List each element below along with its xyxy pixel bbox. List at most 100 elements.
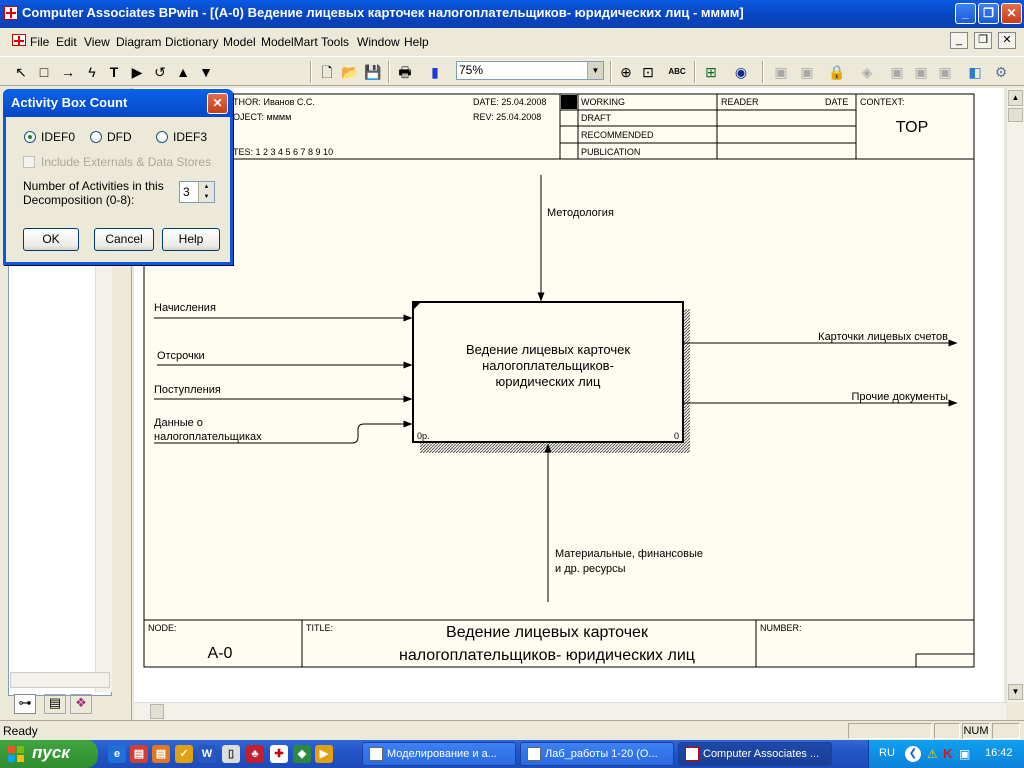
kaspersky-icon[interactable]: K [943, 746, 953, 761]
zoom-combobox[interactable]: 75% ▼ [456, 61, 604, 80]
output-label-1[interactable]: Карточки лицевых счетов [818, 331, 948, 343]
squiggle-tool-icon[interactable]: ϟ [88, 64, 96, 80]
quick-launch-icon[interactable]: ♣ [246, 745, 264, 763]
quick-launch-icon[interactable]: ▤ [130, 745, 148, 763]
options-icon[interactable]: ⚙ [994, 64, 1008, 80]
menu-diagram[interactable]: Diagram [116, 35, 162, 49]
up-arrow-icon[interactable]: ▲ [176, 64, 190, 80]
input-label-1[interactable]: Начисления [154, 302, 216, 314]
quick-launch-icon[interactable]: ▯ [222, 745, 240, 763]
arrow-tool-icon[interactable]: → [61, 64, 75, 80]
maximize-button[interactable]: ❐ [978, 3, 999, 24]
pointer-tool-icon[interactable]: ↖ [15, 64, 27, 80]
taskbar-button-word-doc-1[interactable]: Моделирование и а... [362, 742, 516, 766]
taskbar-button-bpwin[interactable]: Computer Associates ... [678, 742, 832, 766]
horizontal-scroll-thumb[interactable] [150, 704, 164, 719]
horizontal-scrollbar[interactable] [134, 702, 1006, 720]
open-folder-icon[interactable]: 📂 [341, 64, 359, 80]
input-arrow-4[interactable] [154, 420, 413, 444]
bpwin-app-icon[interactable] [4, 6, 18, 20]
color-palette-icon[interactable]: ▮ [431, 64, 439, 80]
control-label[interactable]: Методология [547, 207, 614, 219]
diagrams-tab-icon[interactable]: ▤ [44, 694, 66, 714]
ok-button[interactable]: OK [23, 228, 79, 251]
idef3-label[interactable]: IDEF3 [173, 130, 208, 144]
undo-icon[interactable]: ↺ [154, 64, 166, 80]
spell-check-icon[interactable]: ABC [668, 67, 686, 76]
mdi-close-button[interactable]: ✕ [998, 32, 1016, 49]
internet-explorer-icon[interactable]: e [108, 745, 126, 763]
activity-box[interactable] [412, 301, 684, 443]
dialog-title-bar[interactable]: Activity Box Count ✕ [3, 89, 233, 117]
menu-model[interactable]: Model [223, 35, 256, 49]
menu-tools[interactable]: Tools [321, 35, 350, 49]
input-label-4b[interactable]: налогоплательщиках [154, 431, 262, 443]
taskbar-button-word-doc-2[interactable]: Лаб_работы 1-20 (О... [520, 742, 674, 766]
dfd-radio[interactable] [90, 131, 102, 143]
tray-icon[interactable]: ⚠ [927, 747, 938, 761]
vertical-scroll-thumb[interactable] [1008, 108, 1023, 122]
close-button[interactable]: ✕ [1001, 3, 1022, 24]
scroll-up-icon[interactable]: ▲ [1008, 90, 1023, 106]
menu-modelmart[interactable]: ModelMart [261, 35, 318, 49]
menu-file[interactable]: File [30, 35, 50, 49]
model-browser-icon[interactable]: ◉ [734, 64, 748, 80]
menu-view[interactable]: View [84, 35, 110, 49]
chevron-down-icon[interactable]: ▼ [587, 62, 603, 79]
mechanism-label-line-1[interactable]: Материальные, финансовые [555, 548, 703, 560]
mdi-minimize-button[interactable]: _ [950, 32, 968, 49]
output-label-2[interactable]: Прочие документы [852, 391, 949, 403]
zoom-in-icon[interactable]: ⊕ [620, 64, 632, 80]
menu-window[interactable]: Window [357, 35, 400, 49]
scroll-down-icon[interactable]: ▼ [1008, 684, 1023, 700]
properties-icon[interactable]: ◧ [968, 64, 982, 80]
input-label-4a[interactable]: Данные о [154, 417, 203, 429]
quick-launch-icon[interactable]: ▤ [152, 745, 170, 763]
idef0-radio[interactable] [24, 131, 36, 143]
go-to-child-icon[interactable]: ▶ [131, 64, 143, 80]
down-arrow-icon[interactable]: ▼ [199, 64, 213, 80]
cancel-button[interactable]: Cancel [94, 228, 154, 251]
diagram-canvas[interactable]: THOR: Иванов С.С. OJECT: мммм TES: 1 2 3… [134, 88, 1004, 702]
activity-count-spinner[interactable]: 3 ▲ ▼ [179, 181, 215, 203]
word-icon[interactable]: W [198, 745, 216, 763]
quick-launch-icon[interactable]: ◆ [293, 745, 311, 763]
start-button[interactable]: пуск [0, 740, 98, 768]
activity-count-value[interactable]: 3 [183, 185, 190, 199]
activity-box-tool-icon[interactable]: □ [39, 64, 49, 80]
clock[interactable]: 16:42 [985, 747, 1013, 759]
menu-edit[interactable]: Edit [56, 35, 77, 49]
mechanism-label-line-2[interactable]: и др. ресурсы [555, 563, 626, 575]
mdi-restore-button[interactable]: ❐ [974, 32, 992, 49]
model-explorer-icon[interactable]: ⊞ [705, 64, 717, 80]
menu-help[interactable]: Help [404, 35, 429, 49]
print-icon[interactable]: 🖶 [398, 64, 412, 80]
help-button[interactable]: Help [162, 228, 220, 251]
dialog-close-button[interactable]: ✕ [207, 93, 228, 114]
explorer-horizontal-scrollbar[interactable] [10, 672, 110, 688]
objects-tab-icon[interactable]: ❖ [70, 694, 92, 714]
network-icon[interactable]: ▣ [959, 747, 971, 761]
idef0-label[interactable]: IDEF0 [41, 130, 76, 144]
vertical-scrollbar[interactable]: ▲ ▼ [1006, 88, 1024, 702]
media-player-icon[interactable]: ▶ [315, 745, 333, 763]
idef3-radio[interactable] [156, 131, 168, 143]
quick-launch-icon[interactable]: ✓ [175, 745, 193, 763]
dfd-label[interactable]: DFD [107, 130, 132, 144]
document-icon[interactable] [12, 34, 26, 46]
new-file-icon[interactable]: 🗋 [321, 64, 333, 80]
save-icon[interactable]: 💾 [364, 64, 382, 80]
text-tool-icon[interactable]: T [109, 64, 119, 80]
idef0-diagram: THOR: Иванов С.С. OJECT: мммм TES: 1 2 3… [143, 93, 975, 668]
chevron-left-icon[interactable]: ❮ [905, 746, 921, 762]
menu-dictionary[interactable]: Dictionary [165, 35, 219, 49]
minimize-button[interactable]: _ [955, 3, 976, 24]
spinner-down-icon[interactable]: ▼ [198, 192, 214, 202]
input-label-2[interactable]: Отсрочки [157, 350, 205, 362]
bpwin-quick-launch-icon[interactable]: ✚ [270, 745, 288, 763]
zoom-fit-icon[interactable]: ⊡ [642, 64, 654, 80]
language-indicator[interactable]: RU [879, 747, 895, 759]
spinner-up-icon[interactable]: ▲ [198, 182, 214, 192]
activities-tab-icon[interactable]: ⊶ [14, 694, 36, 714]
input-label-3[interactable]: Поступления [154, 384, 221, 396]
